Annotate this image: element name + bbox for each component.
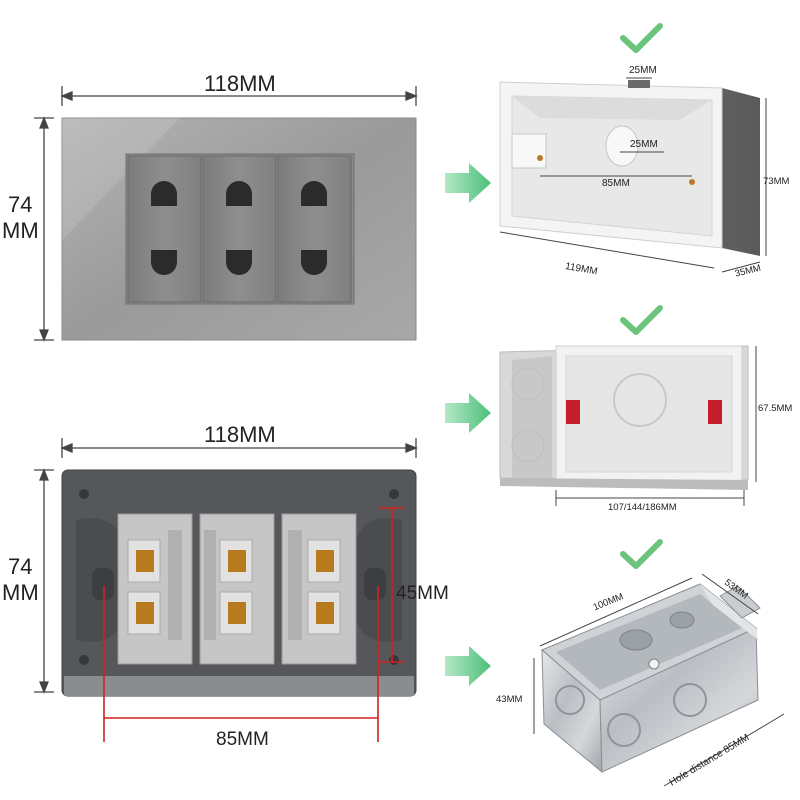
terminal-block-1 — [117, 513, 193, 665]
back-panel — [61, 469, 417, 697]
plastic-back-box-a — [499, 80, 760, 256]
socket-module-2 — [202, 155, 277, 303]
box-c-dimension-lines — [533, 573, 785, 787]
horizontal-hole-distance-label: 85MM — [216, 729, 269, 750]
box-a-hole-distance-label: 85MM — [602, 178, 630, 189]
back-width-label: 118MM — [204, 422, 276, 447]
box-a-top-slot-label: 25MM — [629, 65, 657, 76]
box-b-width-label: 107/144/186MM — [608, 502, 677, 513]
back-height-label-number: 74 — [8, 554, 33, 579]
check-icon — [620, 23, 663, 569]
box-b-dimension-lines — [555, 346, 757, 506]
front-width-label: 118MM — [204, 71, 276, 96]
back-height-label-unit: MM — [2, 580, 39, 605]
arrow-icon — [445, 163, 491, 203]
glass-front-panel — [61, 117, 417, 341]
box-a-inner-slot-label: 25MM — [630, 139, 658, 150]
socket-module-3 — [277, 155, 352, 303]
back-panel-dimension-lines — [34, 438, 418, 694]
front-panel-dimension-lines — [34, 86, 418, 342]
front-height-label-unit: MM — [2, 218, 39, 243]
box-a-dimension-lines — [499, 77, 767, 273]
box-c-height-label: 43MM — [496, 694, 523, 705]
metal-junction-box — [541, 583, 761, 774]
arrow-icon — [445, 393, 491, 433]
box-a-height-label: 73MM — [763, 176, 790, 187]
plastic-back-box-b — [499, 345, 749, 490]
hole-distance-lines — [103, 507, 404, 742]
socket-module-1 — [127, 155, 202, 303]
box-b-height-label: 67.5MM — [758, 403, 793, 414]
front-height-label-number: 74 — [8, 192, 33, 217]
vertical-hole-distance-label: 45MM — [396, 583, 449, 604]
terminal-block-3 — [281, 513, 357, 665]
terminal-block-2 — [199, 513, 275, 665]
arrow-icon — [445, 646, 491, 686]
